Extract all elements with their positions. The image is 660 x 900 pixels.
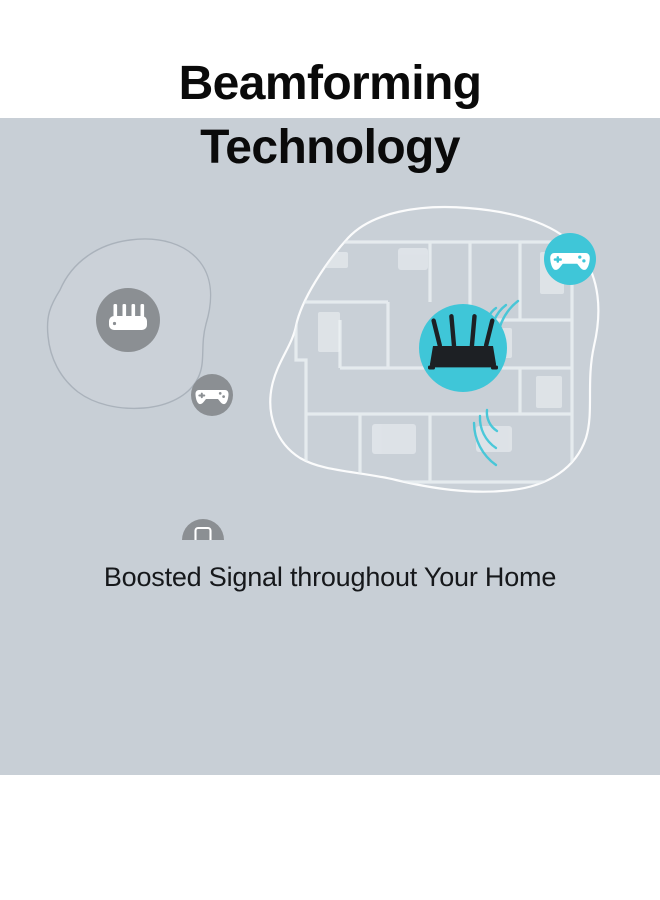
coverage-comparison-illustration xyxy=(46,205,600,540)
router-badge-boosted xyxy=(419,304,507,392)
badge-circle xyxy=(182,519,224,540)
device-badge-gamepad-weak xyxy=(191,374,233,416)
wifi-router-icon xyxy=(428,314,498,370)
router-icon xyxy=(109,304,147,330)
device-badge-gamepad-boosted xyxy=(544,233,596,285)
illustration-stage xyxy=(0,200,660,540)
weak-coverage-diagram xyxy=(46,238,233,540)
page-title-line-2: Technology xyxy=(200,121,460,174)
signal-beam-lower xyxy=(472,408,499,467)
gamepad-icon xyxy=(550,253,590,270)
page-title-line-1: Beamforming xyxy=(178,57,482,110)
router-badge-weak xyxy=(96,288,160,352)
beamforming-coverage-diagram xyxy=(269,205,600,493)
page-title: Beamforming Technology xyxy=(0,52,660,180)
gamepad-icon xyxy=(195,390,229,405)
smartphone-icon xyxy=(194,526,212,540)
caption-text: Boosted Signal throughout Your Home xyxy=(103,562,557,592)
device-badge-phone-weak xyxy=(182,519,224,540)
